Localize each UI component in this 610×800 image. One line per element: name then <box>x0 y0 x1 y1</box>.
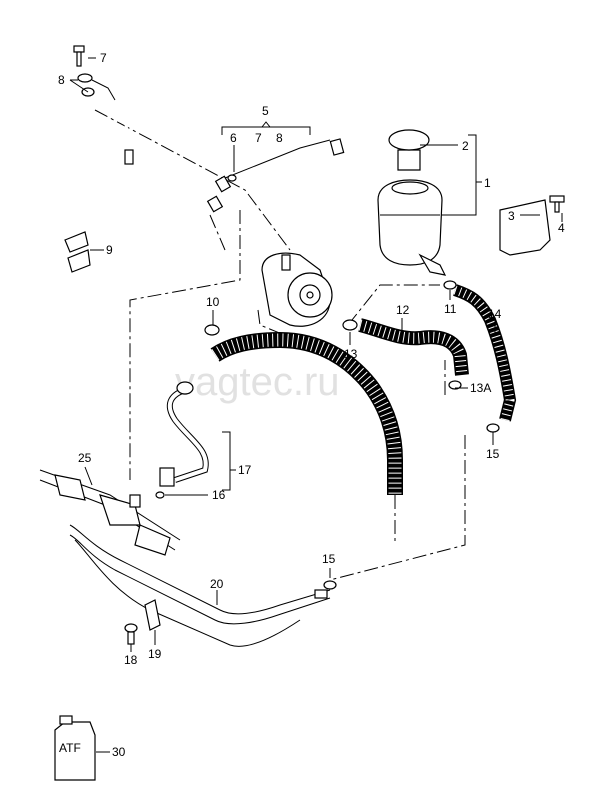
label-17: 17 <box>238 463 252 477</box>
pressure-pipe <box>155 381 209 499</box>
label-16: 16 <box>212 488 226 502</box>
label-7: 7 <box>255 131 262 145</box>
label-9: 9 <box>106 243 113 257</box>
label-19: 19 <box>148 647 162 661</box>
leader-lines <box>69 57 563 753</box>
steering-rack <box>39 469 181 556</box>
label-8-top: 8 <box>58 73 65 87</box>
label-5: 5 <box>262 104 269 118</box>
label-13a: 13A <box>470 381 491 395</box>
label-1: 1 <box>484 176 491 190</box>
label-13: 13 <box>344 347 358 361</box>
label-12: 12 <box>396 303 410 317</box>
label-2: 2 <box>462 139 469 153</box>
label-11: 11 <box>444 302 457 316</box>
label-8: 8 <box>276 131 283 145</box>
label-3: 3 <box>508 209 515 223</box>
label-4: 4 <box>558 221 565 235</box>
cooler-pipe <box>69 524 337 647</box>
label-6: 6 <box>230 131 237 145</box>
bracket <box>499 195 565 256</box>
label-18: 18 <box>124 653 138 667</box>
steering-pump <box>261 252 333 327</box>
atf-container: ATF <box>54 715 96 781</box>
label-15-right: 15 <box>486 447 500 461</box>
clip-and-bolt <box>124 599 161 645</box>
label-14: 14 <box>488 307 502 321</box>
high-pressure-hose <box>91 79 345 218</box>
label-25: 25 <box>78 451 92 465</box>
watermark: vagtec.ru <box>175 360 340 404</box>
container-text: ATF <box>59 741 81 755</box>
reservoir <box>377 129 447 276</box>
part-labels: 7 8 5 6 7 8 2 1 3 4 9 10 11 12 13 13A 14… <box>58 51 565 759</box>
suction-hose <box>204 280 517 495</box>
label-7-top: 7 <box>100 51 107 65</box>
clamp <box>64 231 91 273</box>
label-30: 30 <box>112 745 126 759</box>
label-10: 10 <box>206 295 220 309</box>
banjo-bolt <box>73 45 237 182</box>
label-15-bottom: 15 <box>322 552 336 566</box>
label-20: 20 <box>210 577 224 591</box>
